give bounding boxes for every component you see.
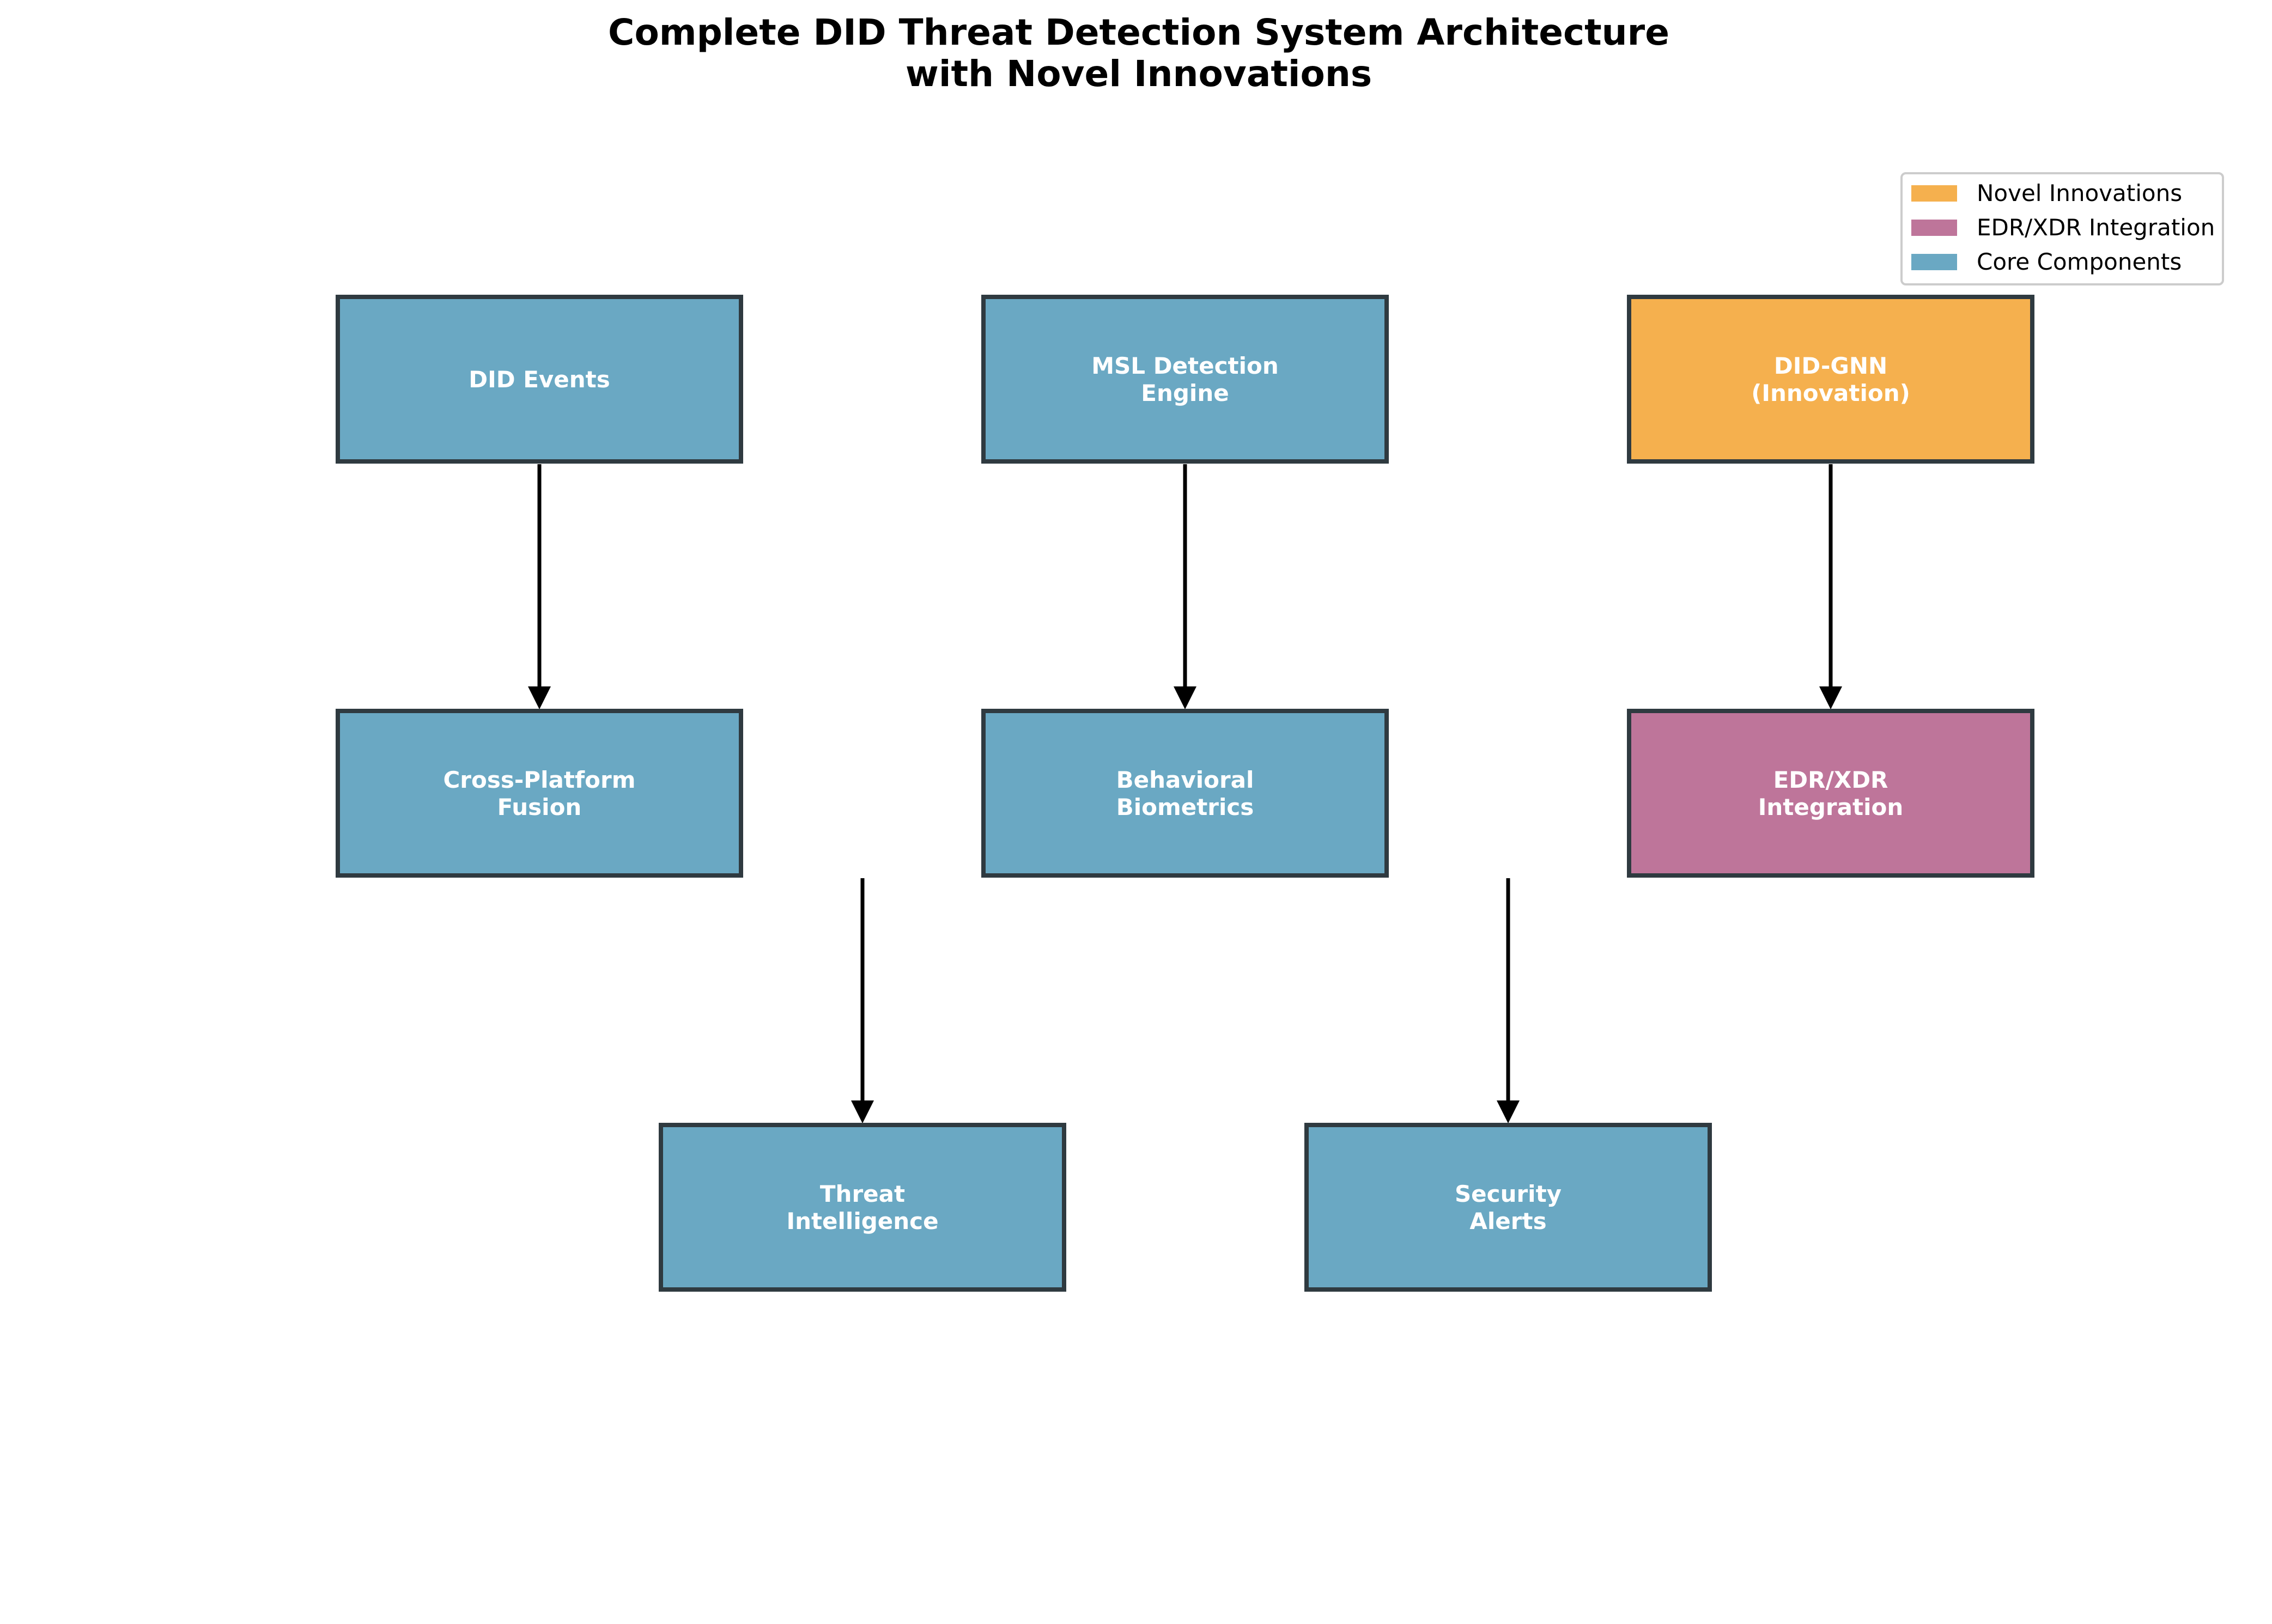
legend-label-core: Core Components [1977, 248, 2182, 275]
node-label-security-alerts: Security [1455, 1181, 1562, 1207]
node-label-cross-platform-fusion: Fusion [497, 794, 582, 820]
node-label-edr-xdr-integration: EDR/XDR [1773, 767, 1888, 793]
node-label-security-alerts: Alerts [1469, 1208, 1546, 1234]
diagram-title-line-2: with Novel Innovations [906, 53, 1372, 95]
node-label-threat-intelligence: Threat [820, 1181, 905, 1207]
node-label-did-events: DID Events [469, 366, 610, 393]
node-box-msl-detection-engine [981, 295, 1389, 464]
node-label-cross-platform-fusion: Cross-Platform [443, 767, 635, 793]
legend-swatch-core [1911, 254, 1957, 270]
node-box-edr-xdr-integration [1627, 709, 2034, 878]
node-label-did-gnn: DID-GNN [1774, 352, 1887, 379]
legend-label-edr: EDR/XDR Integration [1977, 214, 2215, 241]
node-box-cross-platform-fusion [336, 709, 743, 878]
node-did-events: DID Events [336, 295, 743, 464]
node-did-gnn: DID-GNN(Innovation) [1627, 295, 2034, 464]
node-box-did-events [336, 295, 743, 464]
legend-frame [1900, 172, 2224, 285]
node-label-did-gnn: (Innovation) [1751, 380, 1910, 406]
node-box-threat-intelligence [659, 1123, 1066, 1292]
node-label-edr-xdr-integration: Integration [1758, 794, 1903, 820]
node-box-did-gnn [1627, 295, 2034, 464]
node-box-security-alerts [1304, 1123, 1712, 1292]
node-label-msl-detection-engine: Engine [1141, 380, 1229, 406]
legend-swatch-edr [1911, 220, 1957, 236]
node-label-threat-intelligence: Intelligence [786, 1208, 938, 1234]
diagram-title-line-1: Complete DID Threat Detection System Arc… [608, 11, 1669, 53]
node-box-behavioral-biometrics [981, 709, 1389, 878]
node-label-msl-detection-engine: MSL Detection [1091, 352, 1278, 379]
legend-label-innovation: Novel Innovations [1977, 180, 2182, 206]
legend-swatch-innovation [1911, 185, 1957, 202]
node-label-behavioral-biometrics: Biometrics [1116, 794, 1254, 820]
edges [528, 464, 1842, 1123]
node-label-behavioral-biometrics: Behavioral [1116, 767, 1254, 793]
